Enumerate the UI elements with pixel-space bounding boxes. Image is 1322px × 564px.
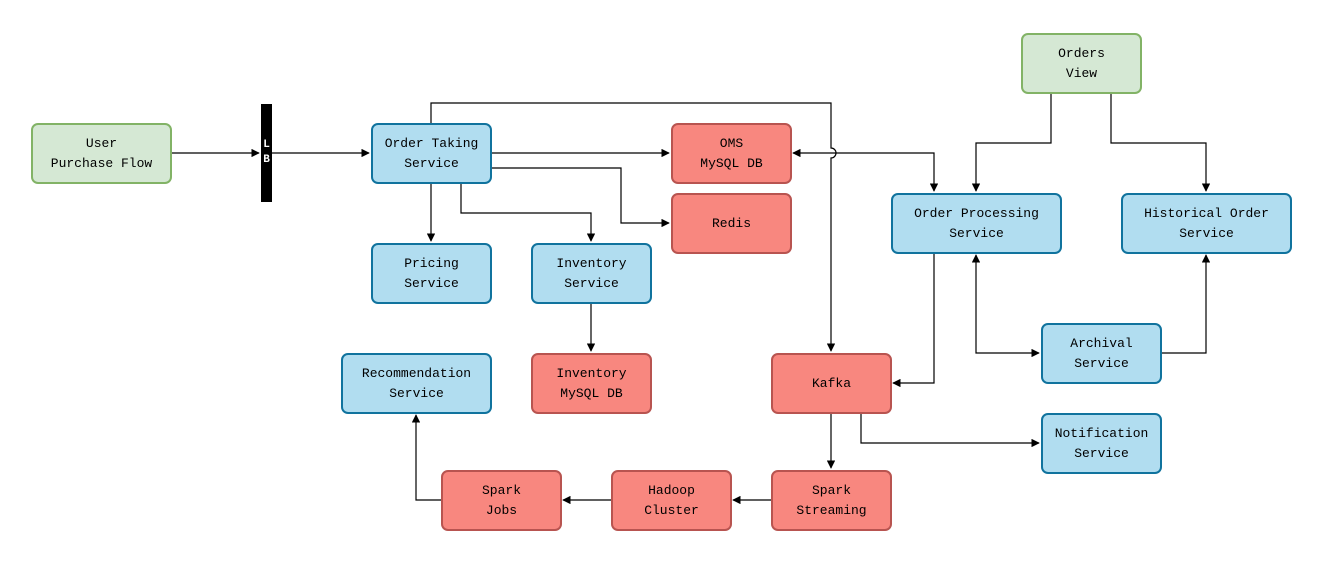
node-label-line: Inventory	[556, 365, 627, 381]
user-purchase-flow-node: User Purchase Flow	[31, 123, 172, 184]
node-label-line: Inventory	[556, 255, 627, 271]
redis-node: Redis	[671, 193, 792, 254]
order-taking-service-node: Order Taking Service	[371, 123, 492, 184]
node-label-line: Jobs	[485, 502, 518, 518]
edge-orders-view-to-historical	[1110, 93, 1211, 192]
edge-order-processing-archival	[971, 254, 1040, 358]
node-label-line: Archival	[1070, 335, 1133, 351]
node-label-line: Notification	[1054, 425, 1149, 441]
node-label-line: MySQL DB	[560, 385, 623, 401]
node-label-line: Service	[564, 275, 619, 291]
node-label-line: Kafka	[811, 375, 851, 391]
node-label-line: Purchase Flow	[50, 155, 153, 171]
archival-service-node: Archival Service	[1041, 323, 1162, 384]
notification-service-node: Notification Service	[1041, 413, 1162, 474]
node-label-line: Spark	[481, 482, 521, 498]
inventory-mysql-db-node: Inventory MySQL DB	[531, 353, 652, 414]
node-label-line: Redis	[711, 215, 751, 231]
load-balancer: L B	[261, 104, 272, 202]
node-label-line: Order Taking	[384, 135, 479, 151]
node-label-line: View	[1065, 65, 1098, 81]
node-label-line: Service	[404, 275, 459, 291]
load-balancer-label: B	[263, 154, 270, 166]
node-label-line: Pricing	[404, 255, 459, 271]
node-label-line: Streaming	[796, 502, 867, 518]
node-label-line: Recommendation	[361, 365, 472, 381]
inventory-service-node: Inventory Service	[531, 243, 652, 304]
edge-kafka-to-notification	[860, 413, 1040, 448]
node-label-line: Service	[1074, 445, 1129, 461]
node-label-line: Orders	[1058, 45, 1105, 61]
load-balancer-label: L	[263, 139, 270, 151]
edge-oms-to-order-processing	[792, 148, 939, 192]
spark-jobs-node: Spark Jobs	[441, 470, 562, 531]
spark-streaming-node: Spark Streaming	[771, 470, 892, 531]
edge-order-taking-to-inventory	[460, 183, 596, 242]
node-label-line: Service	[949, 225, 1004, 241]
node-label-line: Cluster	[644, 502, 699, 518]
node-label-line: Service	[1179, 225, 1234, 241]
edge-archival-to-historical	[1161, 254, 1211, 354]
node-label-line: Historical Order	[1144, 205, 1269, 221]
edge-orders-view-to-order-processing	[971, 93, 1052, 192]
oms-mysql-db-node: OMS MySQL DB	[671, 123, 792, 184]
edge-spark-jobs-to-recommendation	[411, 414, 441, 501]
node-label-line: Service	[404, 155, 459, 171]
node-label-line: User	[85, 135, 118, 151]
order-processing-service-node: Order Processing Service	[891, 193, 1062, 254]
node-label-line: Order Processing	[914, 205, 1039, 221]
pricing-service-node: Pricing Service	[371, 243, 492, 304]
hadoop-cluster-node: Hadoop Cluster	[611, 470, 732, 531]
edge-order-taking-to-redis	[491, 167, 670, 228]
node-label-line: Hadoop	[648, 482, 695, 498]
recommendation-service-node: Recommendation Service	[341, 353, 492, 414]
node-label-line: Service	[389, 385, 444, 401]
orders-view-node: Orders View	[1021, 33, 1142, 94]
kafka-node: Kafka	[771, 353, 892, 414]
historical-order-service-node: Historical Order Service	[1121, 193, 1292, 254]
node-label-line: OMS	[719, 135, 744, 151]
node-label-line: Service	[1074, 355, 1129, 371]
edge-order-processing-to-kafka	[892, 253, 935, 388]
node-label-line: Spark	[811, 482, 851, 498]
node-label-line: MySQL DB	[700, 155, 763, 171]
